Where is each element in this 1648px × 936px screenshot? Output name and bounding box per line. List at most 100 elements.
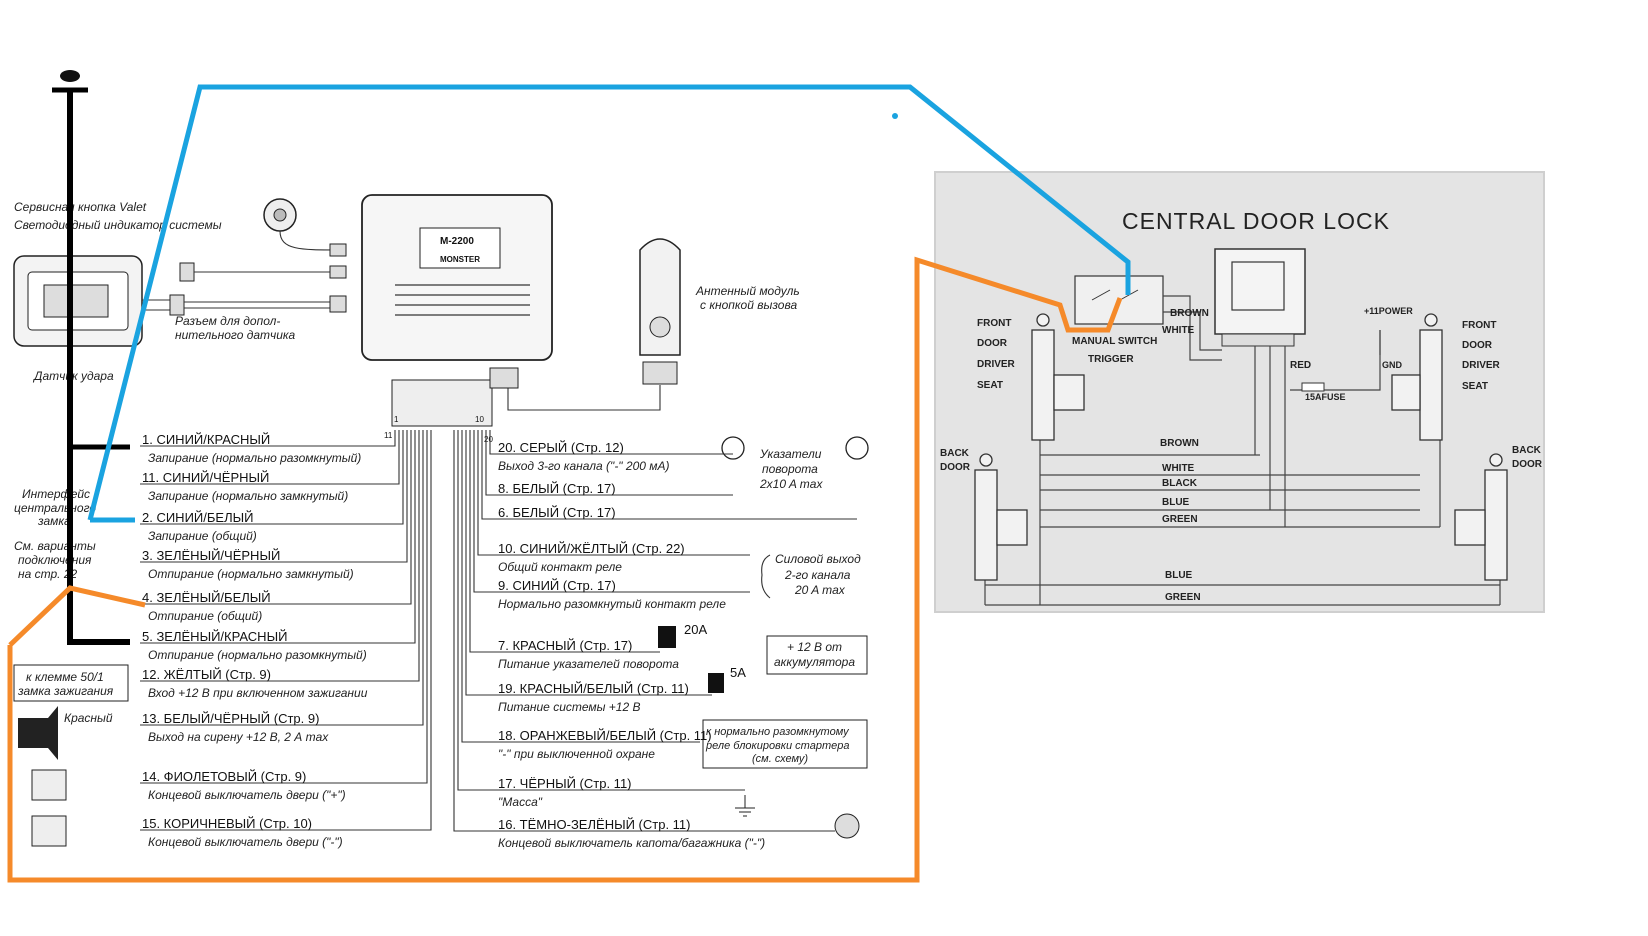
bus-blue-2: BLUE <box>1165 570 1193 581</box>
label-led: Светодиодный индикатор системы <box>14 218 222 232</box>
right-wire-desc: Общий контакт реле <box>498 560 622 574</box>
right-wire-line <box>477 430 750 556</box>
bus-green-2: GREEN <box>1165 592 1201 603</box>
right-wire-line <box>469 430 660 653</box>
label-valet: Сервисная кнопка Valet <box>14 200 147 214</box>
left-wire-name: 3. ЗЕЛЁНЫЙ/ЧЁРНЫЙ <box>142 548 280 563</box>
label-back-right: BACK <box>1512 445 1542 456</box>
fuse-20a <box>658 626 676 648</box>
door-switch-plus <box>31 769 67 801</box>
photo-background <box>935 172 1544 612</box>
main-connector <box>391 379 493 427</box>
label-ch2-1: Силовой выход <box>775 552 861 566</box>
label-turn-3: 2x10 A max <box>759 477 823 491</box>
cdl-title: CENTRAL DOOR LOCK <box>1122 208 1390 234</box>
right-wire-desc: "Масса" <box>498 795 543 809</box>
pin-20-label: 20 <box>484 435 493 444</box>
ground-icon <box>735 795 755 817</box>
right-wire-name: 9. СИНИЙ (Стр. 17) <box>498 578 616 593</box>
left-wire-line <box>140 430 396 447</box>
label-see-3: на стр. 22 <box>18 567 77 581</box>
left-wire-desc: Отпирание (общий) <box>148 609 262 623</box>
label-backdoor-right: DOOR <box>1512 459 1543 470</box>
pin-11-label: 11 <box>384 431 393 440</box>
left-wire-line <box>140 430 428 784</box>
left-wire-name: 13. БЕЛЫЙ/ЧЁРНЫЙ (Стр. 9) <box>142 711 319 726</box>
right-wire-desc: Питание указателей поворота <box>498 657 679 671</box>
label-power: +11POWER <box>1364 306 1413 316</box>
label-driver-left: DRIVER <box>977 359 1016 370</box>
label-front-right: FRONT <box>1462 320 1496 331</box>
left-wire-name: 2. СИНИЙ/БЕЛЫЙ <box>142 510 253 525</box>
label-extra-1: Разъем для допол- <box>175 314 280 328</box>
label-antenna-1: Антенный модуль <box>695 284 800 298</box>
left-wire-desc: Запирание (общий) <box>148 529 257 543</box>
label-backdoor-left: DOOR <box>940 462 971 473</box>
label-cl-1: Интерфейс <box>22 487 90 501</box>
right-wire-line <box>489 430 733 455</box>
left-wire-name: 4. ЗЕЛЁНЫЙ/БЕЛЫЙ <box>142 590 271 605</box>
label-white: WHITE <box>1162 325 1195 336</box>
right-wire-desc: Концевой выключатель капота/багажника ("… <box>498 836 765 850</box>
right-wire-line <box>461 430 700 743</box>
label-fuse: 15AFUSE <box>1305 392 1346 402</box>
unit-vents <box>395 284 530 316</box>
unit-model: M-2200 <box>440 236 474 247</box>
overlay-lines <box>7 70 1131 883</box>
left-wire-desc: Выход на сирену +12 В, 2 А max <box>148 730 329 744</box>
alarm-diagram: Сервисная кнопка Valet Светодиодный инди… <box>13 194 869 850</box>
label-relay-3: (см. схему) <box>752 753 808 765</box>
label-battery-2: аккумулятора <box>774 655 855 669</box>
label-gnd: GND <box>1382 360 1403 370</box>
label-ignition-1: к клемме 50/1 <box>26 670 104 684</box>
ignition-box <box>13 664 129 702</box>
left-wire-desc: Запирание (нормально замкнутый) <box>148 489 348 503</box>
label-see-2: подключения <box>18 553 92 567</box>
label-see-1: См. варианты <box>14 539 96 553</box>
right-wire-line <box>473 430 750 593</box>
left-wire-line <box>140 430 412 605</box>
label-brown: BROWN <box>1170 308 1209 319</box>
label-relay-1: к нормально разомкнутому <box>706 726 850 738</box>
label-turn-2: поворота <box>762 462 818 476</box>
label-driver-right: DRIVER <box>1462 360 1501 371</box>
left-wire-desc: Вход +12 В при включенном зажигании <box>148 686 368 700</box>
right-wire-line <box>465 430 712 696</box>
central-door-lock-photo: CENTRAL DOOR LOCK <box>934 171 1545 613</box>
right-wire-name: 8. БЕЛЫЙ (Стр. 17) <box>498 481 616 496</box>
unit-brand: MONSTER <box>440 255 480 264</box>
led-indicator <box>179 262 195 282</box>
right-wire-line <box>453 430 835 832</box>
left-wire-line <box>140 430 400 485</box>
right-wire-desc: "-" при выключенной охране <box>498 747 655 761</box>
label-ignition-2: замка зажигания <box>17 684 114 698</box>
door-switch-minus <box>31 815 67 847</box>
label-door-left: DOOR <box>977 338 1008 349</box>
label-trigger: TRIGGER <box>1088 354 1134 365</box>
left-wire-name: 14. ФИОЛЕТОВЫЙ (Стр. 9) <box>142 769 306 784</box>
bus-black: BLACK <box>1162 478 1198 489</box>
label-red: RED <box>1290 360 1311 371</box>
bus-white: WHITE <box>1162 463 1195 474</box>
label-cl-3: замка. <box>37 514 74 528</box>
label-battery-1: + 12 В от <box>787 640 842 654</box>
left-wire-line <box>140 430 408 563</box>
right-wire-name: 6. БЕЛЫЙ (Стр. 17) <box>498 505 616 520</box>
label-front-left: FRONT <box>977 318 1011 329</box>
label-fuse-5a: 5A <box>730 665 746 680</box>
left-wire-desc: Запирание (нормально разомкнутый) <box>148 451 361 465</box>
label-siren: Красный <box>64 711 113 725</box>
left-wire-line <box>140 430 404 525</box>
label-relay-2: реле блокировки стартера <box>705 740 849 752</box>
left-wire-line <box>140 430 416 644</box>
right-wire-name: 10. СИНИЙ/ЖЁЛТЫЙ (Стр. 22) <box>498 541 685 556</box>
right-wire-name: 7. КРАСНЫЙ (Стр. 17) <box>498 638 632 653</box>
label-seat-right: SEAT <box>1462 381 1488 392</box>
antenna-top-icon <box>60 70 80 82</box>
left-wire-name: 5. ЗЕЛЁНЫЙ/КРАСНЫЙ <box>142 629 287 644</box>
label-back-left: BACK <box>940 448 970 459</box>
label-extra-2: нительного датчика <box>175 328 296 342</box>
left-wire-name: 15. КОРИЧНЕВЫЙ (Стр. 10) <box>142 816 312 831</box>
